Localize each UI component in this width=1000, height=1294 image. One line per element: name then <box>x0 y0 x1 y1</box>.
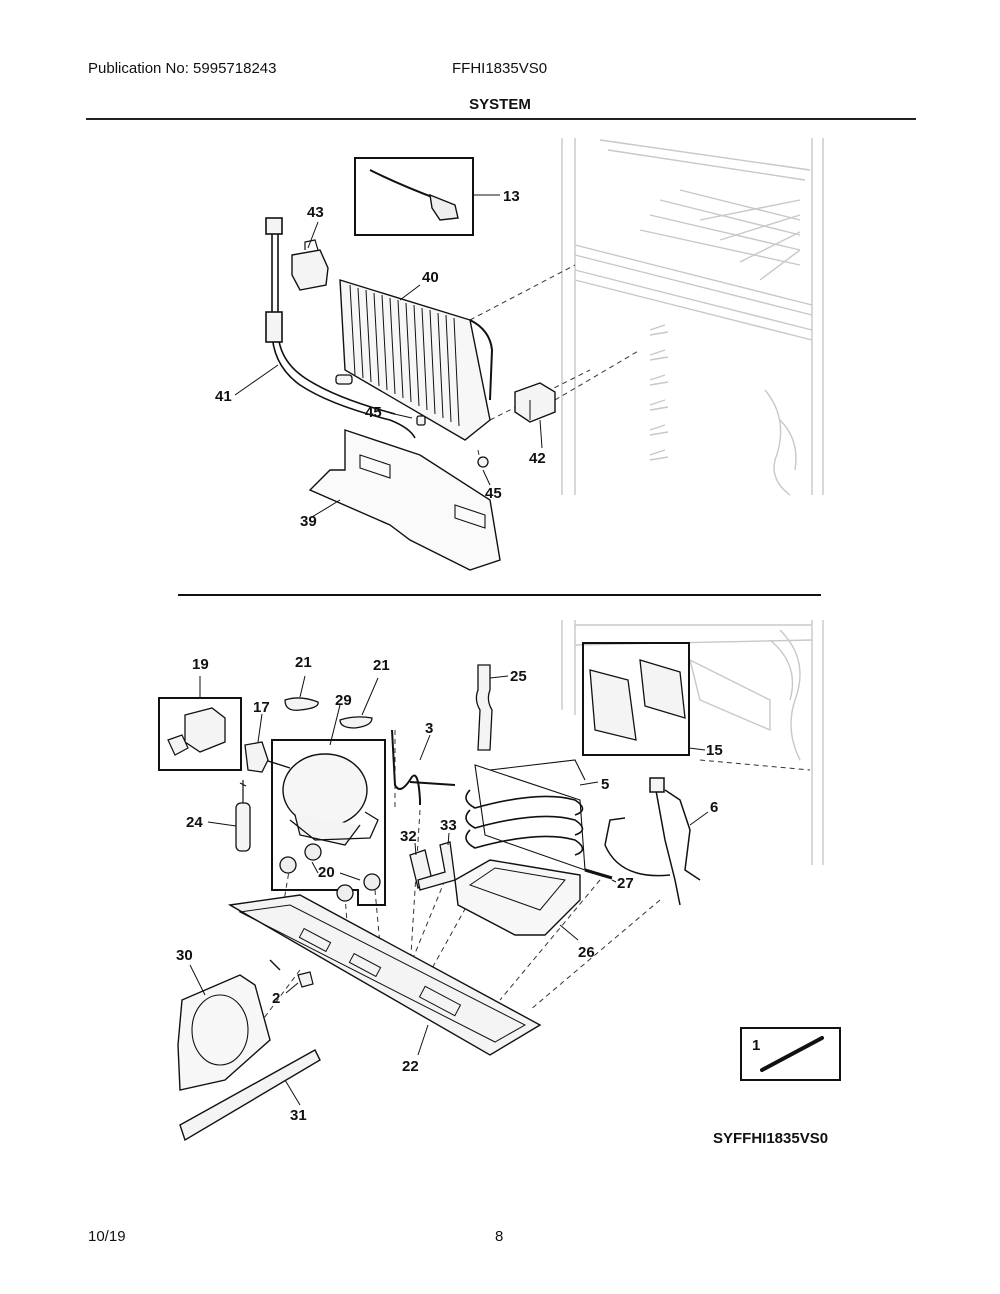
part-20-grommets <box>279 843 381 902</box>
part-6-harness <box>604 777 709 906</box>
part-26-drain-pan <box>454 859 581 941</box>
callout-1: 1 <box>752 1037 760 1054</box>
part-27 <box>584 868 617 883</box>
part-45-grommets <box>335 374 491 486</box>
inset-box-1 <box>740 1027 841 1081</box>
part-40-evaporator <box>339 279 494 441</box>
inset-box-19 <box>158 676 242 771</box>
upper-callout-labels: 13 43 40 41 45 42 45 39 <box>215 188 546 530</box>
part-25-drain-tube <box>475 664 509 751</box>
callout-41: 41 <box>215 388 232 405</box>
callout-15: 15 <box>706 742 723 759</box>
part-41 <box>234 217 416 439</box>
callout-29: 29 <box>335 692 352 709</box>
inset-box-15 <box>582 642 706 756</box>
callout-42: 42 <box>529 450 546 467</box>
header-rule <box>86 118 916 120</box>
callout-39: 39 <box>300 513 317 530</box>
callout-26: 26 <box>578 944 595 961</box>
cabinet-lower-illustration <box>561 620 824 865</box>
callout-45-b: 45 <box>485 485 502 502</box>
callout-2: 2 <box>272 990 280 1007</box>
part-2 <box>285 971 314 994</box>
callout-24: 24 <box>186 814 203 831</box>
part-24 <box>207 780 251 852</box>
part-22-base <box>227 894 542 1056</box>
part-21-clips <box>284 675 379 729</box>
callout-33: 33 <box>440 817 457 834</box>
callout-3: 3 <box>425 720 433 737</box>
callout-32: 32 <box>400 828 417 845</box>
callout-21-a: 21 <box>295 654 312 671</box>
lower-callout-labels: 19 21 21 29 25 17 3 15 5 6 24 32 33 20 2… <box>176 654 760 1124</box>
callout-22: 22 <box>402 1058 419 1075</box>
section-title: SYSTEM <box>469 96 531 113</box>
footer-date: 10/19 <box>88 1228 126 1245</box>
publication-number: Publication No: 5995718243 <box>88 60 277 77</box>
callout-25: 25 <box>510 668 527 685</box>
upper-assembly-leaders <box>469 264 641 461</box>
part-29-compressor <box>264 704 386 906</box>
callout-21-b: 21 <box>373 657 390 674</box>
part-42 <box>514 382 556 449</box>
callout-31: 31 <box>290 1107 307 1124</box>
part-3-tube <box>391 729 456 805</box>
model-number: FFHI1835VS0 <box>452 60 548 77</box>
callout-30: 30 <box>176 947 193 964</box>
callout-20: 20 <box>318 864 335 881</box>
part-32-33-brackets <box>409 832 456 891</box>
callout-6: 6 <box>710 799 718 816</box>
part-17 <box>244 713 269 773</box>
part-31-rail <box>179 1049 321 1142</box>
part-5-condenser <box>465 759 599 871</box>
callout-19: 19 <box>192 656 209 673</box>
callout-13: 13 <box>503 188 520 205</box>
part-39-cover <box>308 429 501 571</box>
inset-box-13 <box>354 157 500 236</box>
callout-17: 17 <box>253 699 270 716</box>
diagram-code: SYFFHI1835VS0 <box>713 1130 829 1147</box>
part-43 <box>291 221 329 291</box>
callout-45-a: 45 <box>365 404 382 421</box>
callout-43: 43 <box>307 204 324 221</box>
part-30-fan-shroud <box>177 959 281 1091</box>
callout-5: 5 <box>601 776 609 793</box>
callout-27: 27 <box>617 875 634 892</box>
page-number: 8 <box>495 1228 504 1245</box>
callout-40: 40 <box>422 269 439 286</box>
cabinet-upper-illustration <box>561 138 824 496</box>
